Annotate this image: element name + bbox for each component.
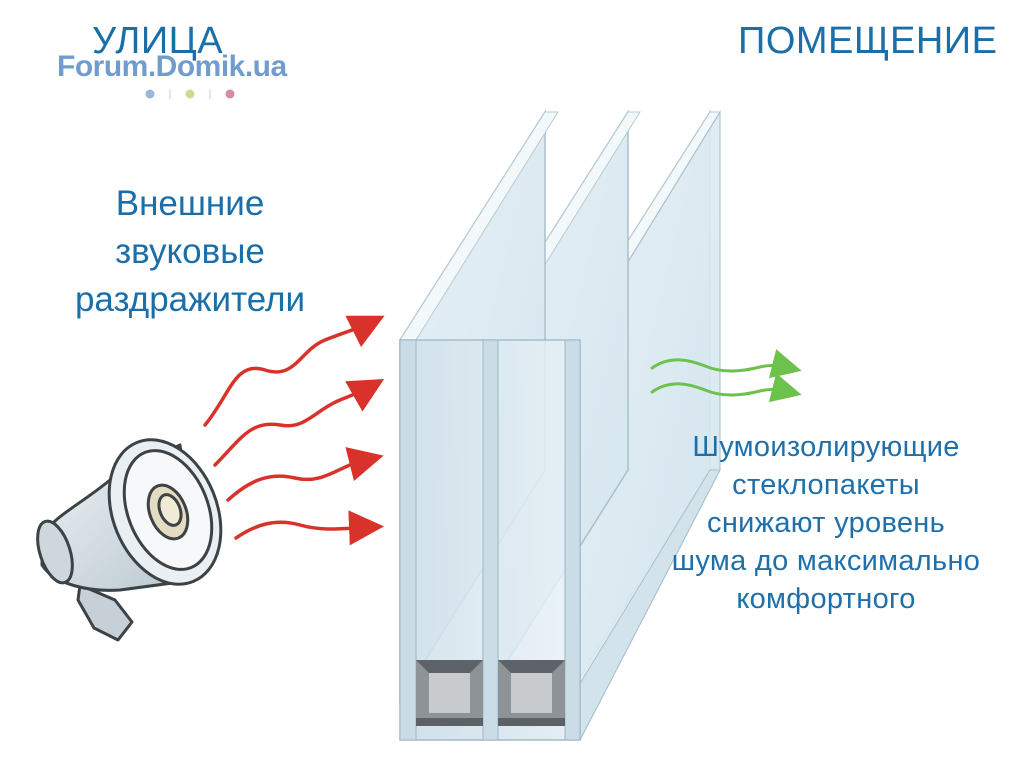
reduced-noise-waves [650,349,802,403]
caption-line: комфортного [736,583,916,615]
spacer-frame-2 [498,660,565,726]
caption-line: стеклопакеты [732,469,920,501]
wave-arrow-icon [213,379,385,467]
caption-line: шума до максимально [671,545,981,577]
caption-line: Внешние [115,184,265,223]
wave-arrow-icon [650,373,802,403]
watermark-dot [185,89,195,99]
caption-line: раздражители [74,280,306,319]
wave-arrow-icon [650,349,802,379]
megaphone-icon [36,438,223,642]
caption-line: снижают уровень [707,507,945,539]
watermark-dot [225,89,235,99]
wave-arrow-icon [203,315,385,427]
room-label: ПОМЕЩЕНИЕ [738,20,998,62]
noise-waves [203,315,385,546]
external-noise-caption: Внешние звуковые раздражители [40,180,340,324]
spacer-frame-1 [416,660,483,726]
watermark-text: Forum.Domik.ua [57,50,287,83]
soundproof-glass-caption: Шумоизолирующие стеклопакеты снижают уро… [636,428,1016,618]
watermark-dots [145,89,235,99]
street-label: УЛИЦА [92,20,224,62]
caption-line: звуковые [115,232,265,271]
caption-line: Шумоизолирующие [692,431,960,463]
wave-arrow-icon [234,510,384,546]
glass-unit [399,109,721,741]
wave-arrow-icon [226,447,384,502]
watermark-dot [145,89,155,99]
